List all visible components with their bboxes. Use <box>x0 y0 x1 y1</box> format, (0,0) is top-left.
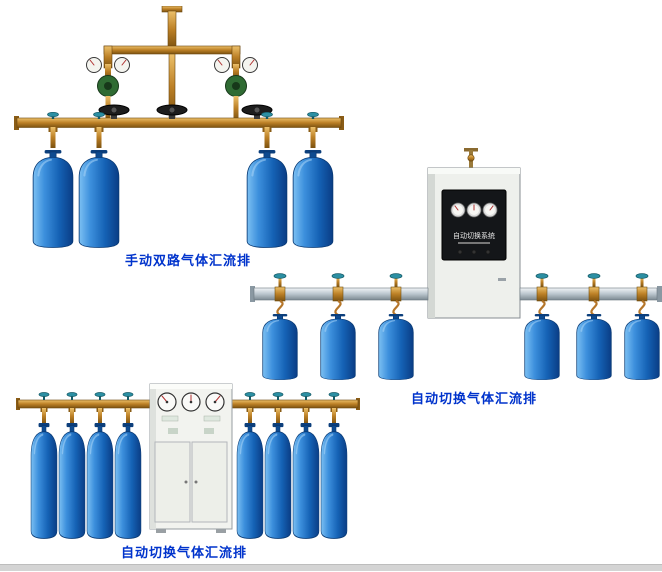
pressure-gauge <box>205 392 225 412</box>
cylinder-connection <box>93 111 105 148</box>
cabinet-panel-text: 自动切换系统 <box>453 231 495 240</box>
indicator-knob <box>471 249 477 255</box>
pressure-gauge <box>157 392 177 412</box>
cabinet-foot <box>216 529 226 533</box>
indicator-knob <box>457 249 463 255</box>
door-knob <box>194 480 198 484</box>
pressure-regulator-right <box>214 57 258 120</box>
cylinder-connection <box>261 111 273 148</box>
door-knob <box>184 480 188 484</box>
valve-fitting <box>273 273 287 316</box>
pressure-gauge <box>214 57 230 73</box>
cabinet-foot <box>156 529 166 533</box>
valve-handwheel-large <box>156 104 188 119</box>
pressure-gauge <box>114 57 130 73</box>
gas-cylinder <box>32 150 74 248</box>
control-cabinet: 自动切换系统 <box>427 167 521 319</box>
valve-fitting <box>328 392 340 424</box>
indicator-knob <box>485 249 491 255</box>
cylinder-connection <box>47 111 59 148</box>
gas-cylinder <box>263 423 293 539</box>
cabinet-door <box>191 441 228 523</box>
cabinet-handle <box>498 278 506 281</box>
cabinet-door <box>154 441 191 523</box>
cabinet-panel-subtext <box>458 242 490 244</box>
gas-cylinder <box>235 423 265 539</box>
valve-fitting <box>587 273 601 316</box>
gas-cylinder <box>85 423 115 539</box>
manual-dual-manifold-illustration <box>14 6 344 248</box>
valve-fitting <box>122 392 134 424</box>
page-bottom-edge <box>0 564 662 571</box>
cylinder-connection <box>307 111 319 148</box>
cabinet-label <box>203 415 221 422</box>
gas-cylinder <box>29 423 59 539</box>
gas-cylinder <box>623 314 661 380</box>
pressure-gauge <box>466 202 482 218</box>
gas-cylinder <box>575 314 613 380</box>
pressure-gauge <box>86 57 102 73</box>
gas-cylinder <box>113 423 143 539</box>
valve-fitting <box>272 392 284 424</box>
caption-auto-switch-floor-manifold: 自动切换气体汇流排 <box>120 545 247 560</box>
cabinet-label <box>168 428 178 434</box>
gas-cylinder <box>523 314 561 380</box>
valve-fitting <box>300 392 312 424</box>
gas-cylinder <box>261 314 299 380</box>
upper-header-piping <box>103 6 241 121</box>
pressure-gauge <box>181 392 201 412</box>
gas-cylinder <box>377 314 415 380</box>
auto-switch-floor-manifold-illustration <box>16 383 360 539</box>
gas-cylinder <box>291 423 321 539</box>
pressure-gauge <box>482 202 498 218</box>
valve-handwheel-large <box>98 104 130 119</box>
caption-auto-switch-manifold: 自动切换气体汇流排 <box>410 391 537 406</box>
valve-fitting <box>38 392 50 424</box>
cabinet-label <box>161 415 179 422</box>
gas-cylinder <box>319 423 349 539</box>
cabinet-label <box>204 428 214 434</box>
valve-fitting <box>66 392 78 424</box>
caption-manual-dual-manifold: 手动双路气体汇流排 <box>124 253 251 268</box>
valve-fitting <box>94 392 106 424</box>
gas-cylinder <box>78 150 120 248</box>
main-manifold-pipe <box>14 116 344 130</box>
gas-cylinder <box>319 314 357 380</box>
pressure-gauge <box>450 202 466 218</box>
valve-fitting <box>635 273 649 316</box>
valve-fitting <box>331 273 345 316</box>
valve-fitting <box>389 273 403 316</box>
cabinet-top-pipe <box>464 148 478 168</box>
pressure-gauge <box>242 57 258 73</box>
valve-fitting <box>535 273 549 316</box>
gas-cylinder <box>57 423 87 539</box>
auto-switch-manifold-illustration: 自动切换系统 <box>250 148 662 380</box>
control-cabinet <box>149 383 233 533</box>
valve-fitting <box>244 392 256 424</box>
